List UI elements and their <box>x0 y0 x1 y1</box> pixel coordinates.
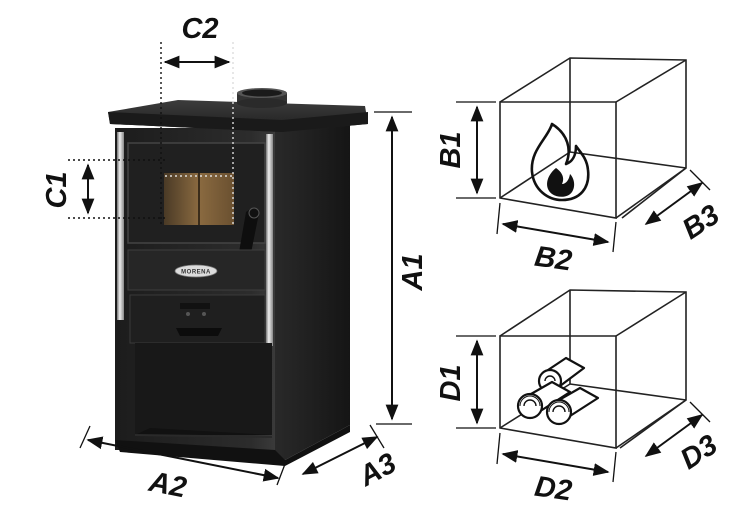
flame-icon <box>530 122 590 202</box>
dimension-b3: B3 <box>644 169 726 246</box>
dimension-c2: C2 <box>163 13 231 69</box>
dimension-b2: B2 <box>496 202 617 278</box>
label-c1: C1 <box>41 171 73 208</box>
brand-name: MORENA <box>181 270 211 276</box>
label-d3: D3 <box>675 429 724 476</box>
label-c2: C2 <box>181 13 218 45</box>
fire-door-handle <box>238 207 260 258</box>
firebox-diagram <box>499 57 687 219</box>
dimension-d2: D2 <box>496 432 617 508</box>
right-chrome-rail <box>266 134 273 346</box>
label-a2: A2 <box>145 466 188 505</box>
firewood-icon <box>516 356 600 426</box>
brand-badge: MORENA <box>174 264 218 278</box>
label-d1: D1 <box>435 364 467 401</box>
dimension-d1: D1 <box>435 335 496 429</box>
label-b2: B2 <box>533 241 574 278</box>
ash-drawer-handle <box>176 303 222 336</box>
stove: MORENA <box>68 42 368 466</box>
label-a1: A1 <box>397 253 429 291</box>
flue-collar <box>237 88 287 108</box>
label-b3: B3 <box>677 199 726 246</box>
stove-top-front-edge <box>108 112 368 132</box>
brand-panel <box>127 249 266 291</box>
dimension-a2: A2 <box>79 425 286 505</box>
label-b1: B1 <box>435 131 467 168</box>
label-a3: A3 <box>353 447 402 493</box>
wood-storage-diagram <box>499 289 687 449</box>
dimension-b1: B1 <box>435 101 496 199</box>
stove-side-panel <box>272 120 350 460</box>
left-chrome-rail <box>117 132 124 320</box>
dimension-a1: A1 <box>374 111 429 425</box>
label-d2: D2 <box>533 471 574 508</box>
dimension-c1: C1 <box>41 163 95 215</box>
dimension-d3: D3 <box>644 401 724 476</box>
